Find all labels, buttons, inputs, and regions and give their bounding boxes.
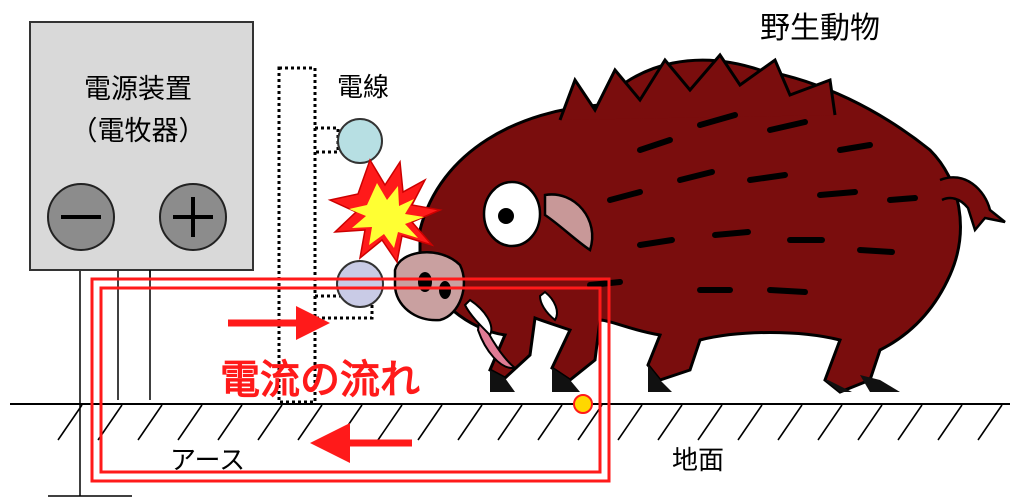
wire-label: 電線 — [337, 73, 389, 103]
upper-wire — [337, 118, 383, 164]
ground-contact-point — [573, 394, 593, 414]
positive-terminal-icon — [159, 183, 227, 251]
ground-label: 地面 — [672, 446, 724, 476]
current-circuit — [90, 277, 611, 483]
earth-rod — [48, 270, 151, 497]
earth-label: アース — [170, 446, 245, 476]
lower-wire — [336, 260, 384, 308]
spark-icon — [327, 158, 443, 264]
fence-post — [277, 66, 374, 404]
negative-terminal-icon — [47, 183, 115, 251]
power-supply-device: 電源装置 （電牧器） — [29, 21, 254, 271]
power-supply-sublabel: （電牧器） — [71, 116, 206, 147]
power-supply-label: 電源装置 — [84, 74, 192, 105]
current-flow-label: 電流の流れ — [220, 357, 420, 403]
ground-hatching — [57, 404, 1003, 441]
current-arrow-left — [310, 423, 412, 463]
wild-boar-illustration — [393, 52, 1006, 394]
ground — [10, 403, 1010, 441]
wildlife-label: 野生動物 — [760, 11, 880, 46]
current-arrow-right — [228, 306, 330, 340]
